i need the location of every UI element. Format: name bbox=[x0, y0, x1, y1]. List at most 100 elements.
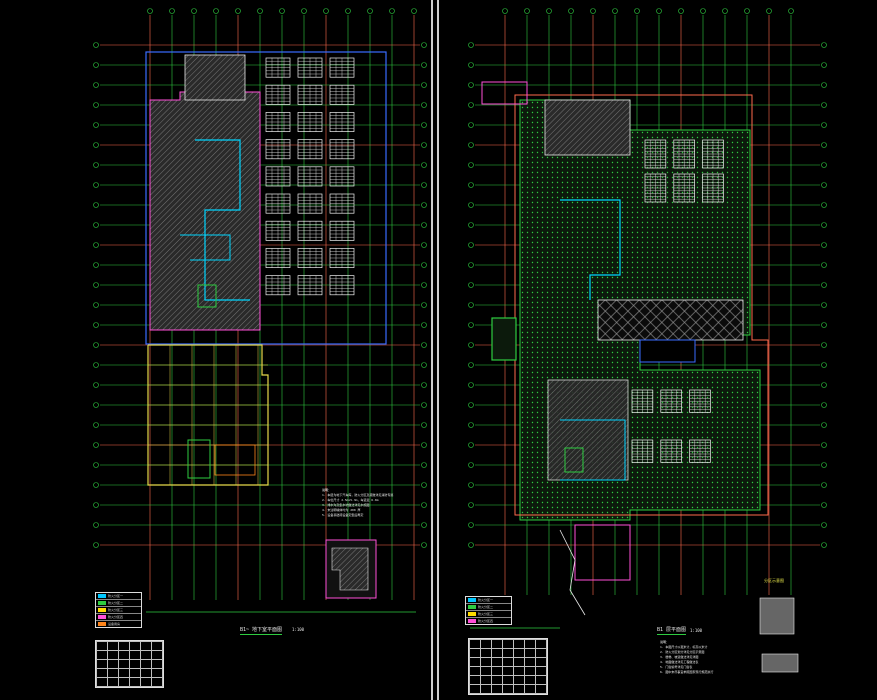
legend-row: 防火分区四 bbox=[96, 614, 141, 621]
axis-bubble bbox=[421, 542, 427, 548]
schedule-cell bbox=[129, 659, 141, 669]
schedule-cell bbox=[469, 657, 481, 667]
axis-bubble bbox=[821, 182, 827, 188]
right-green-stair-2 bbox=[564, 447, 584, 473]
left-floor-plan bbox=[93, 8, 427, 613]
axis-bubble bbox=[468, 362, 474, 368]
schedule-cell bbox=[513, 657, 525, 667]
schedule-cell bbox=[151, 641, 163, 651]
axis-bubble bbox=[93, 222, 99, 228]
axis-bubble bbox=[722, 8, 728, 14]
axis-bubble bbox=[821, 542, 827, 548]
left-plan-scale: 1:100 bbox=[292, 627, 305, 632]
right-notes-heading: 说明： bbox=[660, 640, 670, 644]
axis-bubble bbox=[788, 8, 794, 14]
axis-bubble bbox=[546, 8, 552, 14]
axis-bubble bbox=[468, 542, 474, 548]
schedule-cell bbox=[535, 648, 547, 658]
schedule-cell bbox=[96, 641, 108, 651]
schedule-cell bbox=[480, 657, 492, 667]
axis-bubble bbox=[421, 362, 427, 368]
axis-bubble bbox=[93, 402, 99, 408]
right-hatched-block bbox=[547, 379, 629, 481]
axis-bubble bbox=[468, 62, 474, 68]
axis-bubble bbox=[421, 142, 427, 148]
right-note-2: 2. 防火分区划分详见分区示意图 bbox=[660, 650, 705, 654]
schedule-cell bbox=[535, 675, 547, 685]
schedule-cell bbox=[480, 666, 492, 676]
left-keyplan-shape bbox=[331, 547, 369, 591]
axis-bubble bbox=[421, 262, 427, 268]
axis-bubble bbox=[421, 282, 427, 288]
schedule-cell bbox=[513, 639, 525, 649]
axis-bubble bbox=[323, 8, 329, 14]
legend-swatch bbox=[468, 605, 476, 609]
axis-bubble bbox=[421, 222, 427, 228]
schedule-cell bbox=[524, 639, 536, 649]
legend-swatch bbox=[468, 619, 476, 623]
axis-bubble bbox=[821, 342, 827, 348]
schedule-cell bbox=[107, 650, 119, 660]
left-lower-core bbox=[187, 439, 211, 479]
axis-bubble bbox=[468, 322, 474, 328]
left-note-2: 2. 车位尺寸 2.5m×5.3m，车道宽 6.0m bbox=[322, 498, 379, 502]
schedule-cell bbox=[140, 668, 152, 678]
schedule-cell bbox=[524, 648, 536, 658]
legend-label: 防火分区三 bbox=[108, 608, 124, 612]
left-note-1: 1. 本层为地下汽车库，防火分区及疏散详见消防专篇 bbox=[322, 493, 394, 497]
axis-bubble bbox=[524, 8, 530, 14]
left-note-3: 3. 排水沟及集水坑做法详见水施图 bbox=[322, 503, 370, 507]
schedule-cell bbox=[513, 648, 525, 658]
legend-row: 防火分区一 bbox=[96, 593, 141, 600]
axis-bubble bbox=[502, 8, 508, 14]
axis-bubble bbox=[367, 8, 373, 14]
right-keyplan-label: 分区示意图 bbox=[764, 578, 784, 583]
schedule-row bbox=[469, 648, 547, 658]
axis-bubble bbox=[411, 8, 417, 14]
schedule-cell bbox=[513, 684, 525, 694]
axis-bubble bbox=[93, 342, 99, 348]
axis-bubble bbox=[147, 8, 153, 14]
axis-bubble bbox=[421, 462, 427, 468]
axis-bubble bbox=[821, 442, 827, 448]
right-plan-scale: 1:100 bbox=[690, 628, 703, 633]
schedule-cell bbox=[129, 641, 141, 651]
axis-bubble bbox=[421, 422, 427, 428]
schedule-cell bbox=[513, 666, 525, 676]
axis-bubble bbox=[468, 222, 474, 228]
axis-bubble bbox=[744, 8, 750, 14]
axis-bubble bbox=[93, 282, 99, 288]
schedule-cell bbox=[535, 657, 547, 667]
schedule-cell bbox=[480, 675, 492, 685]
legend-swatch bbox=[468, 598, 476, 602]
axis-bubble bbox=[821, 42, 827, 48]
axis-bubble bbox=[821, 362, 827, 368]
legend-row: 防火分区二 bbox=[96, 600, 141, 607]
left-top-annex bbox=[184, 54, 246, 101]
legend-label: 防火分区一 bbox=[108, 594, 124, 598]
axis-bubble bbox=[93, 162, 99, 168]
schedule-row bbox=[469, 684, 547, 694]
axis-bubble bbox=[421, 82, 427, 88]
right-floor-plan bbox=[468, 8, 827, 673]
axis-bubble bbox=[93, 122, 99, 128]
left-pipe-run-2 bbox=[180, 234, 231, 261]
schedule-cell bbox=[107, 668, 119, 678]
schedule-cell bbox=[469, 675, 481, 685]
axis-bubble bbox=[821, 482, 827, 488]
axis-bubble bbox=[421, 522, 427, 528]
axis-bubble bbox=[93, 202, 99, 208]
axis-bubble bbox=[93, 142, 99, 148]
schedule-cell bbox=[491, 657, 503, 667]
legend-label: 防火分区四 bbox=[108, 615, 124, 619]
schedule-cell bbox=[129, 650, 141, 660]
axis-bubble bbox=[678, 8, 684, 14]
right-parking-stalls bbox=[631, 139, 724, 463]
schedule-cell bbox=[118, 641, 130, 651]
left-podium-outline bbox=[147, 344, 269, 486]
schedule-cell bbox=[118, 650, 130, 660]
schedule-cell bbox=[118, 659, 130, 669]
axis-bubble bbox=[821, 502, 827, 508]
right-schedule-table bbox=[468, 638, 548, 695]
schedule-cell bbox=[118, 668, 130, 678]
